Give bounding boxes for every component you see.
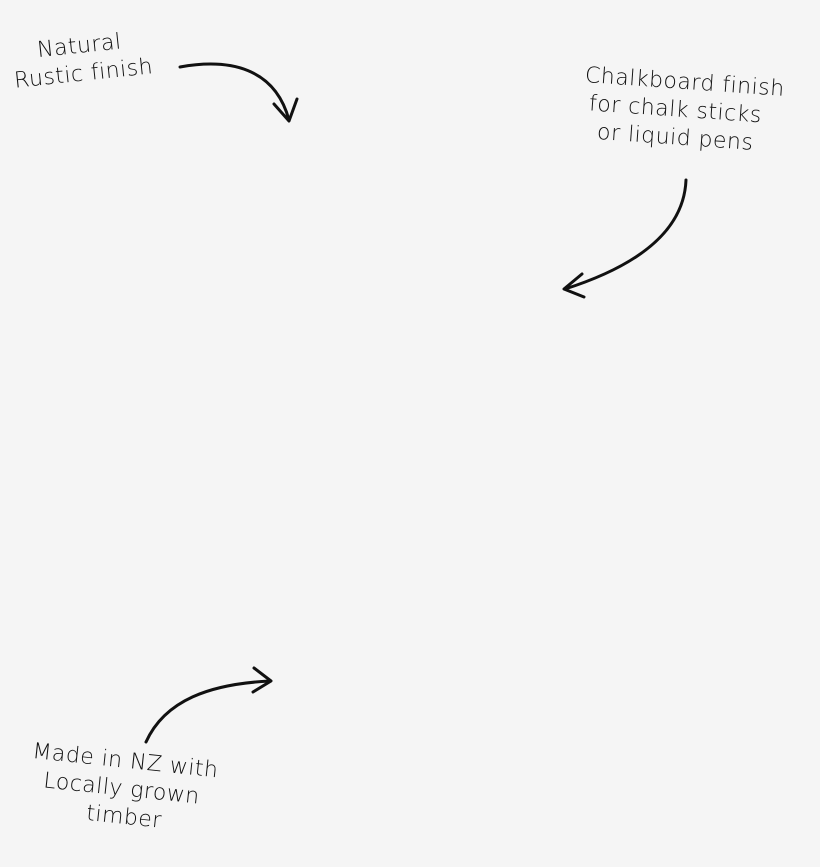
annotation-chalkboard-finish: Chalkboard finish for chalk sticks or li…: [580, 62, 785, 160]
curved-arrow-icon: [144, 666, 273, 744]
curved-arrow-icon: [178, 62, 299, 123]
curved-arrow-icon: [562, 178, 688, 299]
annotation-natural-rustic-finish: Natural Rustic finish: [10, 25, 154, 95]
annotation-made-in-nz: Made in NZ with Locally grown timber: [25, 738, 219, 841]
